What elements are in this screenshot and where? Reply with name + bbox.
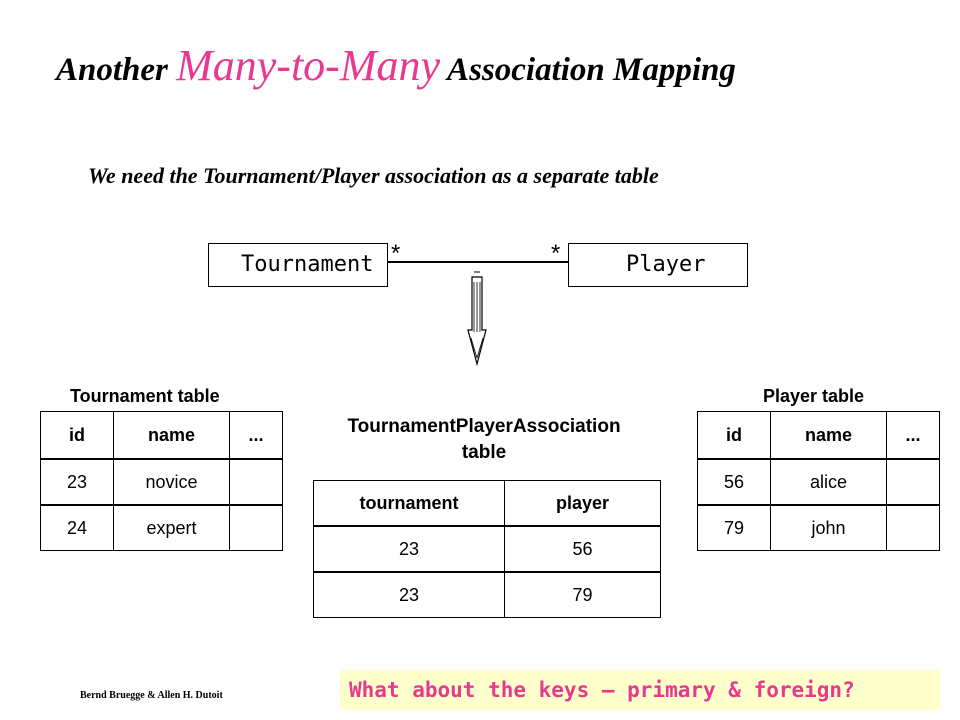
table-cell: 56: [504, 525, 661, 572]
player-class-box: Player: [568, 243, 748, 287]
table-cell: 23: [40, 458, 114, 505]
table-cell: 23: [313, 525, 505, 572]
table-cell: [229, 458, 283, 505]
table-cell: expert: [113, 504, 230, 551]
table-cell: [886, 504, 940, 551]
table-header-row: id name ...: [40, 411, 283, 459]
table-row: 23 novice: [40, 458, 283, 505]
header-cell-more: ...: [886, 411, 940, 459]
association-caption-line1: TournamentPlayerAssociation: [347, 416, 621, 437]
header-cell-id: id: [697, 411, 771, 459]
player-class-label: Player: [626, 252, 706, 277]
table-header-row: tournament player: [313, 480, 661, 526]
table-cell: john: [770, 504, 887, 551]
table-row: 56 alice: [697, 458, 940, 505]
left-multiplicity: *: [391, 240, 401, 267]
keys-question-callout: What about the keys – primary & foreign?: [340, 670, 940, 710]
tournament-table: id name ... 23 novice 24 expert: [40, 411, 283, 551]
player-table-caption: Player table: [763, 386, 865, 406]
table-cell: alice: [770, 458, 887, 505]
title-highlight: Many-to-Many: [176, 41, 441, 90]
tournament-class-box: Tournament: [208, 243, 388, 287]
association-table-caption: TournamentPlayerAssociation table: [300, 414, 668, 466]
association-table: tournament player 23 56 23 79: [313, 480, 661, 618]
header-cell-name: name: [770, 411, 887, 459]
transform-arrow-icon: [467, 271, 487, 367]
table-cell: [229, 504, 283, 551]
table-cell: 23: [313, 571, 505, 618]
table-row: 24 expert: [40, 504, 283, 551]
table-header-row: id name ...: [697, 411, 940, 459]
header-cell-name: name: [113, 411, 230, 459]
slide-subtitle: We need the Tournament/Player associatio…: [88, 163, 659, 188]
table-cell: 56: [697, 458, 771, 505]
right-multiplicity: *: [551, 240, 561, 267]
table-cell: novice: [113, 458, 230, 505]
table-row: 23 79: [313, 571, 661, 618]
association-caption-line2: table: [461, 442, 507, 463]
slide-title: Another Many-to-Many Association Mapping: [56, 40, 736, 91]
title-suffix: Association Mapping: [440, 52, 736, 88]
table-cell: 79: [697, 504, 771, 551]
header-cell-tournament: tournament: [313, 480, 505, 526]
table-row: 23 56: [313, 525, 661, 572]
footer-author: Bernd Bruegge & Allen H. Dutoit: [80, 690, 223, 701]
header-cell-player: player: [504, 480, 661, 526]
table-cell: 79: [504, 571, 661, 618]
header-cell-more: ...: [229, 411, 283, 459]
table-cell: 24: [40, 504, 114, 551]
table-row: 79 john: [697, 504, 940, 551]
player-table: id name ... 56 alice 79 john: [697, 411, 940, 551]
tournament-class-label: Tournament: [241, 252, 374, 277]
title-prefix: Another: [56, 52, 177, 88]
header-cell-id: id: [40, 411, 114, 459]
tournament-table-caption: Tournament table: [70, 386, 220, 406]
table-cell: [886, 458, 940, 505]
